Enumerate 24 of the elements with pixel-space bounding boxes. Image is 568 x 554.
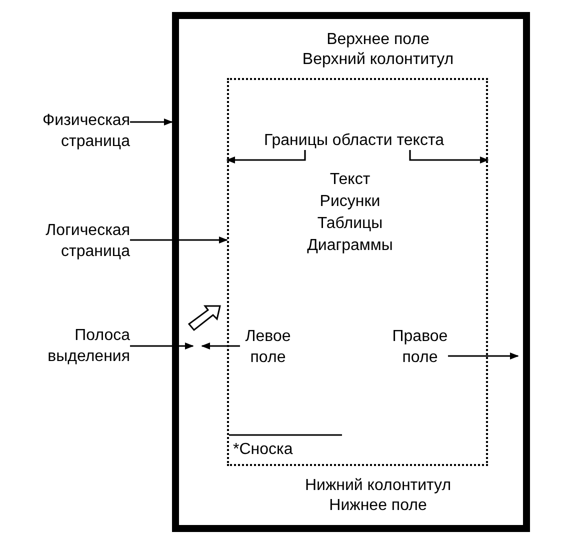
callout-label: Физическая страница (20, 110, 130, 152)
footer-label: Нижний колонтитул (304, 476, 452, 496)
arrow (448, 352, 519, 360)
arrow (130, 118, 173, 126)
logical-page-box (227, 78, 488, 466)
callout-label: Полоса выделения (20, 325, 130, 367)
margin-label: Верхнее поле (326, 30, 430, 50)
physical-page-box (172, 12, 530, 532)
content-label: Диаграммы (306, 236, 394, 256)
arrow (226, 150, 306, 164)
callout-label: Правое поле (392, 326, 448, 368)
arrow (130, 236, 228, 244)
callout-label: Левое поле (240, 326, 296, 368)
content-label: Таблицы (316, 214, 384, 234)
content-label: Текст (328, 170, 372, 190)
margin-label: Нижнее поле (328, 496, 428, 516)
content-label: Рисунки (318, 192, 382, 212)
header-label: Верхний колонтитул (301, 50, 455, 70)
arrow (201, 342, 240, 350)
callout-label: Логическая страница (20, 220, 130, 262)
arrow (130, 342, 194, 350)
footnote-text: *Сноска (233, 440, 294, 460)
arrow (409, 150, 489, 164)
callout-label: Границы области текста (243, 130, 465, 150)
